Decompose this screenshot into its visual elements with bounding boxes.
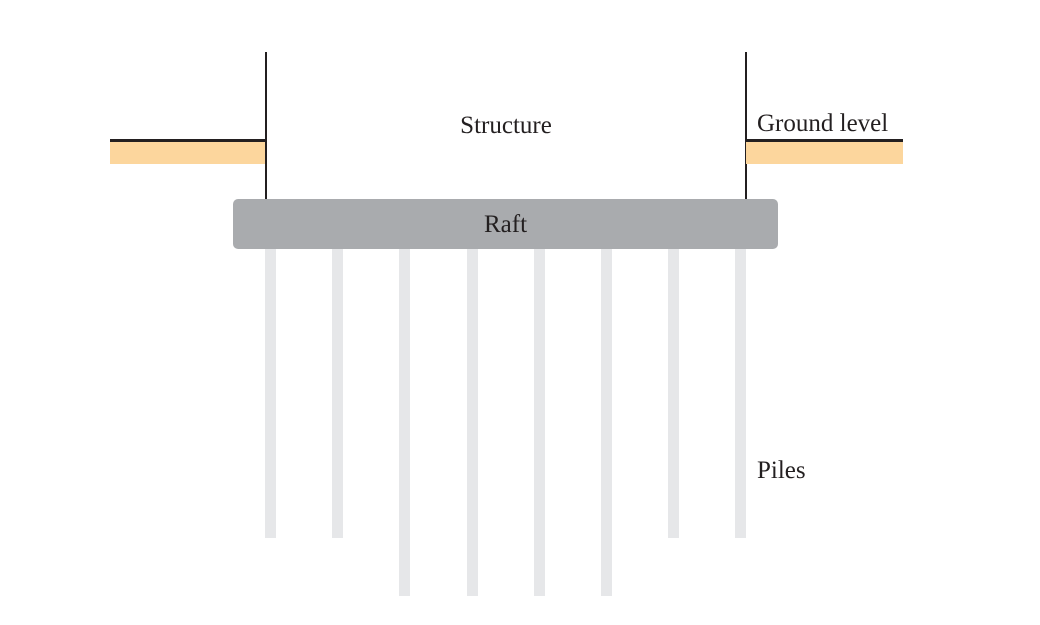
soil-band-right	[746, 142, 903, 164]
pile	[735, 247, 746, 538]
pile	[467, 247, 478, 596]
raft-label: Raft	[483, 210, 528, 238]
pile	[601, 247, 612, 596]
ground-surface-line-left	[110, 139, 266, 142]
ground-surface-line-right	[746, 139, 903, 142]
ground-level-label: Ground level	[757, 110, 889, 137]
raft: Raft	[233, 199, 778, 249]
pile	[265, 247, 276, 538]
pile	[534, 247, 545, 596]
structure-wall-right-line	[745, 52, 747, 199]
structure-wall-left-line	[265, 52, 267, 199]
pile	[668, 247, 679, 538]
pile	[399, 247, 410, 596]
soil-band-left	[110, 142, 265, 164]
pile	[332, 247, 343, 538]
structure-label: Structure	[460, 112, 552, 139]
piles-label: Piles	[757, 457, 806, 484]
